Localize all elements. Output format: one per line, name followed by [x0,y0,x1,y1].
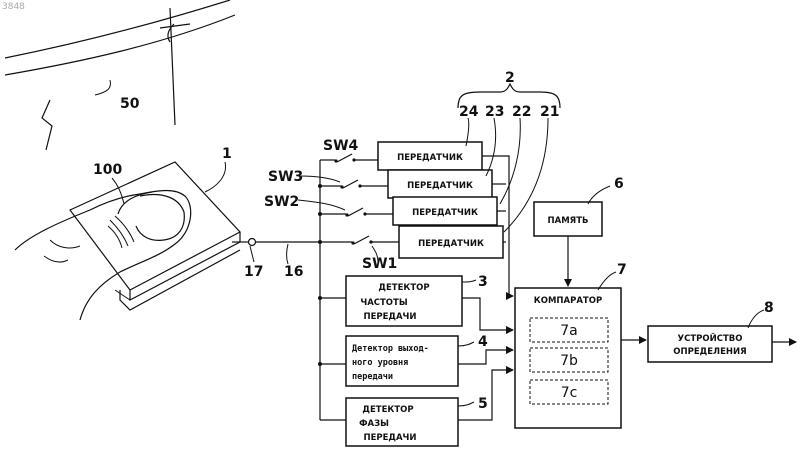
transmitter-21: ПЕРЕДАТЧИК [399,226,503,258]
phase-detector-line-3: ПЕРЕДАЧИ [363,433,416,443]
transmitter-21-text: ПЕРЕДАТЧИК [418,239,484,249]
level-detector-block: Детектор выход- ного уровня передачи [346,336,513,386]
tx21-label: 21 [540,104,559,120]
fingerprint-sensor [15,162,240,320]
sensor-label: 1 [222,146,232,162]
tx22-label: 22 [512,104,531,120]
transmitter-24-text: ПЕРЕДАТЧИК [397,153,463,163]
freq-detector-line-1: ДЕТЕКТОР [378,283,429,293]
sw4-label: SW4 [323,138,359,154]
comparator-part-7c: 7c [561,385,578,401]
phase-detector-line-1: ДЕТЕКТОР [362,405,413,415]
comparator-title: КОМПАРАТОР [534,296,602,306]
determination-line-1: УСТРОЙСТВО [678,332,743,344]
frequency-detector-block: ДЕТЕКТОР ЧАСТОТЫ ПЕРЕДАЧИ [346,276,513,330]
finger-label: 100 [93,162,122,178]
power-line [5,0,235,150]
determination-block: УСТРОЙСТВО ОПРЕДЕЛЕНИЯ [648,310,796,362]
cable-label: 50 [120,96,140,112]
sw3-label: SW3 [268,169,303,185]
node-17-label: 17 [244,264,263,280]
freq-detector-line-3: ПЕРЕДАЧИ [363,312,416,322]
freq-detector-line-2: ЧАСТОТЫ [360,298,408,308]
determination-line-2: ОПРЕДЕЛЕНИЯ [673,347,746,357]
memory-num: 6 [614,176,624,192]
phase-detector-line-2: ФАЗЫ [359,419,389,429]
level-detector-line-3: передачи [352,372,393,382]
transmitter-23: ПЕРЕДАТЧИК [388,170,492,198]
level-detector-num: 4 [478,334,488,350]
transmitter-23-text: ПЕРЕДАТЧИК [407,181,473,191]
tx23-label: 23 [485,104,504,120]
comparator-num: 7 [617,262,627,278]
determination-num: 8 [764,300,774,316]
transmitter-24: ПЕРЕДАТЧИК [378,142,482,170]
level-detector-line-1: Детектор выход- [352,344,429,354]
comparator-block: КОМПАРАТОР 7a 7b 7c [515,272,646,428]
watermark: 3848 [2,2,25,12]
transmitter-22-text: ПЕРЕДАТЧИК [412,208,478,218]
sw2-label: SW2 [264,194,299,210]
comparator-part-7b: 7b [560,353,578,369]
level-detector-line-2: ного уровня [352,358,408,368]
tx-group-label: 2 [505,70,515,86]
freq-detector-num: 3 [478,274,488,290]
line-16-label: 16 [284,264,303,280]
signal-line [232,239,320,265]
phase-detector-num: 5 [478,396,488,412]
transmitter-22: ПЕРЕДАТЧИК [393,197,497,225]
memory-text: ПАМЯТЬ [548,216,589,226]
tx24-label: 24 [459,104,479,120]
sw1-label: SW1 [362,256,397,272]
node-17 [249,239,256,246]
comparator-part-7a: 7a [560,323,578,339]
memory-block: ПАМЯТЬ [534,186,610,286]
